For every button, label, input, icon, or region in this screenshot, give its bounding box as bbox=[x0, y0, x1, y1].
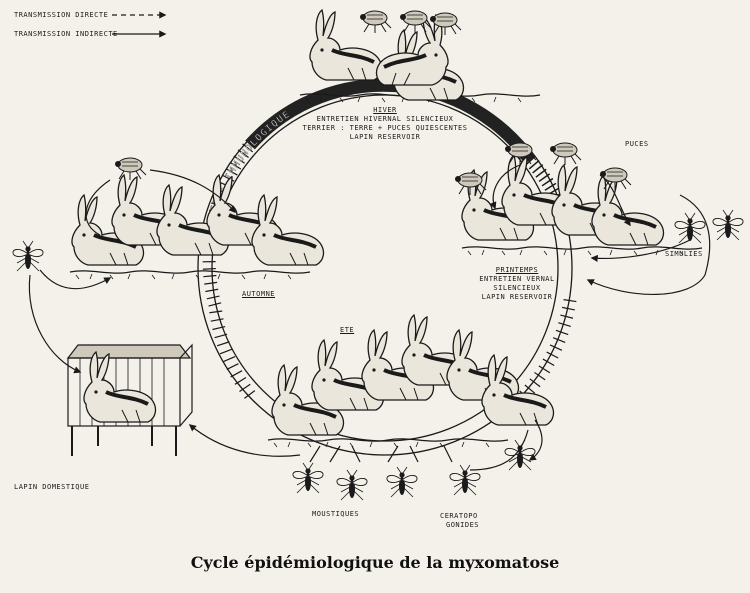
figure-caption: Cycle épidémiologique de la myxomatose bbox=[190, 553, 560, 572]
mosquito-icon bbox=[336, 469, 368, 501]
spring-line-3: LAPIN RESERVOIR bbox=[481, 293, 553, 301]
transmission-arrows bbox=[28, 164, 711, 471]
winter-line-3: LAPIN RESERVOIR bbox=[349, 133, 421, 141]
simulies-label: SIMULIES bbox=[665, 250, 703, 258]
summer-rabbits bbox=[267, 313, 556, 448]
winter-fleas bbox=[359, 10, 462, 36]
legend bbox=[112, 11, 167, 38]
flea-icon bbox=[549, 142, 582, 166]
mosquito-icon bbox=[292, 462, 324, 494]
ceratopogonides-label-2: GONIDES bbox=[446, 521, 480, 529]
autumn-flea-icon bbox=[114, 157, 147, 181]
domestic-rabbit-cage bbox=[66, 343, 193, 456]
mosquito-icon bbox=[12, 240, 44, 272]
winter-block: HIVER ENTRETIEN HIVERNAL SILENCIEUX TERR… bbox=[290, 106, 480, 142]
ceratopogonid-icon bbox=[504, 439, 536, 471]
fleas-label: PUCES bbox=[625, 140, 649, 148]
spring-rabbits bbox=[460, 153, 703, 256]
winter-title: HIVER bbox=[373, 106, 397, 114]
domestic-rabbit-label: LAPIN DOMESTIQUE bbox=[14, 483, 90, 491]
flea-icon bbox=[359, 10, 392, 34]
spring-title: PRINTEMPS bbox=[495, 266, 539, 274]
autumn-title: AUTOMNE bbox=[242, 290, 276, 298]
simulie-icon bbox=[674, 212, 706, 244]
mosquitoes-label: MOUSTIQUES bbox=[312, 510, 360, 518]
ceratopogonides-label-1: CERATOPO bbox=[440, 512, 478, 520]
mosquito-icon bbox=[386, 466, 418, 498]
simulie-icon bbox=[712, 209, 744, 241]
legend-direct-label: TRANSMISSION DIRECTE bbox=[14, 11, 109, 19]
winter-line-2: TERRIER : TERRE + PUCES QUIESCENTES bbox=[302, 124, 468, 132]
legend-indirect-label: TRANSMISSION INDIRECTE bbox=[14, 30, 118, 38]
spring-block: PRINTEMPS ENTRETIEN VERNAL SILENCIEUX LA… bbox=[462, 266, 572, 302]
summer-title: ETE bbox=[340, 326, 355, 334]
autumn-rabbits bbox=[69, 173, 326, 280]
spring-line-1: ENTRETIEN VERNAL bbox=[479, 275, 555, 283]
spring-line-2: SILENCIEUX bbox=[493, 284, 541, 292]
winter-line-1: ENTRETIEN HIVERNAL SILENCIEUX bbox=[316, 115, 454, 123]
